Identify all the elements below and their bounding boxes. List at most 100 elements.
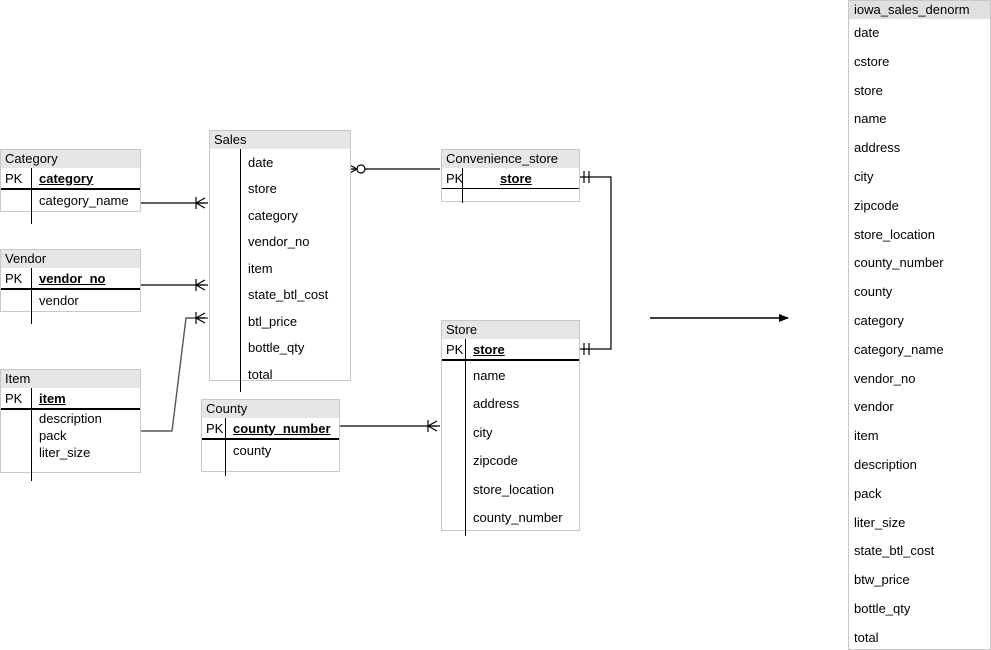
denorm-table-title: iowa_sales_denorm <box>849 1 990 19</box>
entity-title-sales: Sales <box>210 131 350 149</box>
denorm-column-row[interactable]: category_name <box>854 341 944 357</box>
denorm-column-row[interactable]: description <box>854 456 917 472</box>
denorm-column-row[interactable]: bottle_qty <box>854 600 911 616</box>
attribute-name: store_location <box>473 481 554 497</box>
attribute-row[interactable]: store_location <box>442 475 579 504</box>
pk-divider <box>1 408 140 410</box>
attribute-name: store <box>248 181 277 197</box>
denorm-column-row[interactable]: name <box>854 111 887 127</box>
pk-attribute: category <box>39 170 94 186</box>
attribute-row[interactable]: bottle_qty <box>210 335 350 362</box>
attribute-row[interactable]: category <box>210 202 350 229</box>
attribute-row[interactable]: county <box>202 440 339 460</box>
denorm-column-row[interactable]: pack <box>854 485 882 501</box>
relationship-category-sales <box>141 196 208 210</box>
pk-attribute: item <box>39 390 66 406</box>
denorm-column-row[interactable]: btw_price <box>854 572 910 588</box>
pk-label: PK <box>5 390 23 406</box>
denorm-column-row[interactable]: state_btl_cost <box>854 543 935 559</box>
pk-attribute: store <box>500 170 532 186</box>
entity-title-vendor: Vendor <box>1 250 140 268</box>
attribute-name: total <box>248 366 273 382</box>
attribute-row[interactable]: county_number <box>442 504 579 533</box>
denorm-column-row[interactable]: county_number <box>854 255 944 271</box>
entity-title-item: Item <box>1 370 140 388</box>
attribute-name: category <box>248 207 298 223</box>
denorm-column-row[interactable]: store_location <box>854 226 935 242</box>
entity-trailing-space <box>1 210 140 224</box>
attribute-name: pack <box>39 428 67 443</box>
pk-label: PK <box>206 420 224 436</box>
entity-title-county: County <box>202 400 339 418</box>
denorm-column-row[interactable]: address <box>854 140 901 156</box>
attribute-row[interactable]: city <box>442 418 579 447</box>
attribute-name: date <box>248 154 274 170</box>
denorm-column-row[interactable]: category <box>854 312 904 328</box>
attribute-row[interactable]: name <box>442 361 579 390</box>
attribute-row[interactable]: item <box>210 255 350 282</box>
pk-label: PK <box>5 270 23 286</box>
attribute-row[interactable]: zipcode <box>442 447 579 476</box>
attribute-row[interactable]: vendor_no <box>210 229 350 256</box>
attribute-row[interactable]: vendor <box>1 290 140 310</box>
denorm-column-row[interactable]: item <box>854 428 879 444</box>
pk-attribute: vendor_no <box>39 270 106 286</box>
attribute-row[interactable]: address <box>442 390 579 419</box>
denorm-column-row[interactable]: cstore <box>854 53 890 69</box>
attribute-row[interactable]: description <box>1 410 140 427</box>
attribute-name: item <box>248 260 273 276</box>
attribute-row[interactable]: category_name <box>1 190 140 210</box>
pk-row-item[interactable]: PK item <box>1 388 140 408</box>
pk-label: PK <box>446 341 464 357</box>
denorm-column-row[interactable]: county <box>854 284 893 300</box>
attribute-name: vendor <box>39 292 79 308</box>
pk-row-category[interactable]: PK category <box>1 168 140 188</box>
pk-row-vendor[interactable]: PK vendor_no <box>1 268 140 288</box>
attribute-name: name <box>473 367 506 383</box>
attribute-name: btl_price <box>248 313 298 329</box>
entity-title-category: Category <box>1 150 140 168</box>
denorm-column-row[interactable]: vendor <box>854 399 894 415</box>
relationship-item-sales <box>141 311 208 432</box>
entity-trailing-space <box>210 388 350 392</box>
attribute-row[interactable]: state_btl_cost <box>210 282 350 309</box>
denorm-column-row[interactable]: liter_size <box>854 514 906 530</box>
pk-divider <box>1 288 140 290</box>
denorm-column-row[interactable]: city <box>854 168 874 184</box>
attribute-name: county_number <box>473 510 563 526</box>
attribute-row[interactable]: date <box>210 149 350 176</box>
denorm-column-row[interactable]: zipcode <box>854 197 899 213</box>
entity-trailing-space <box>1 310 140 324</box>
relationship-county-store <box>340 419 440 433</box>
attribute-row[interactable]: liter_size <box>1 444 140 461</box>
denorm-table-panel[interactable]: iowa_sales_denorm date cstore store name add… <box>848 0 991 650</box>
attribute-row[interactable]: btl_price <box>210 308 350 335</box>
denorm-column-row[interactable]: total <box>854 629 879 645</box>
attribute-name: vendor_no <box>248 234 310 250</box>
attribute-row[interactable]: store <box>210 176 350 203</box>
denorm-column-row[interactable]: store <box>854 82 883 98</box>
pk-row-store[interactable]: PK store <box>442 339 579 359</box>
denorm-column-row[interactable]: date <box>854 25 880 40</box>
attribute-row[interactable]: total <box>210 361 350 388</box>
denorm-column-row[interactable]: vendor_no <box>854 370 916 386</box>
entity-trailing-space <box>202 460 339 476</box>
pk-attribute: store <box>473 341 505 357</box>
attribute-row[interactable]: pack <box>1 427 140 444</box>
pk-label: PK <box>5 170 23 186</box>
attribute-name: category_name <box>39 192 129 208</box>
